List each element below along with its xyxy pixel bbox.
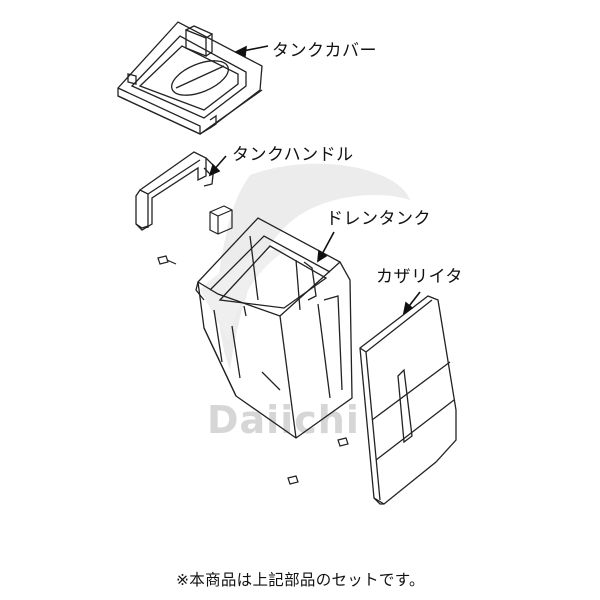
- drain-tank-label: ドレンタンク: [326, 209, 431, 229]
- tank-cover-label: タンクカバー: [272, 41, 377, 61]
- decor-plate-label: カザリイタ: [376, 267, 463, 287]
- set-footnote: ※本商品は上記部品のセットです。: [176, 571, 425, 589]
- watermark-text: Daiichi: [207, 398, 360, 442]
- tank-handle-label: タンクハンドル: [232, 145, 354, 165]
